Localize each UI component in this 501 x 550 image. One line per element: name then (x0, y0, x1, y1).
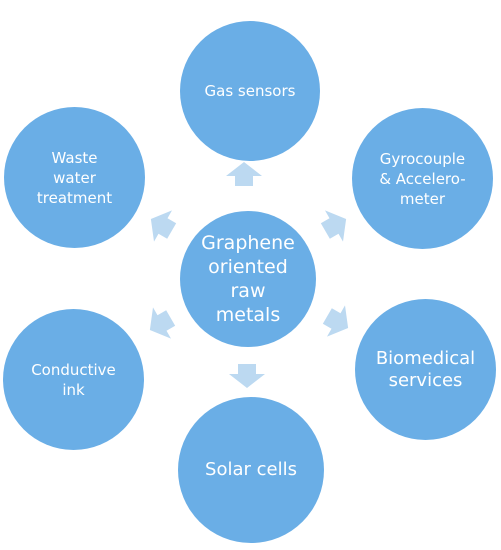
biomedical-label: Biomedical services (375, 347, 476, 391)
center-node: Graphene oriented raw metals (180, 211, 316, 347)
node-conductive-ink: Conductive ink (3, 309, 144, 450)
gyrocouple-label: Gyrocouple & Accelero- meter (379, 149, 466, 208)
node-solar-cells: Solar cells (178, 397, 324, 543)
solar-cells-label: Solar cells (205, 459, 297, 480)
node-waste-water: Waste water treatment (4, 107, 145, 248)
node-gas-sensors: Gas sensors (180, 21, 320, 161)
arrow-lower-left (140, 302, 180, 346)
arrow-down (229, 364, 265, 388)
gas-sensors-label: Gas sensors (204, 82, 296, 100)
arrow-upper-right (316, 203, 356, 247)
arrow-lower-right (318, 300, 358, 344)
node-gyrocouple: Gyrocouple & Accelero- meter (352, 108, 493, 249)
arrow-up (226, 162, 262, 186)
arrow-upper-left (141, 203, 181, 247)
waste-water-label: Waste water treatment (36, 148, 113, 207)
conductive-ink-label: Conductive ink (31, 360, 116, 399)
center-label: Graphene oriented raw metals (201, 232, 295, 326)
node-biomedical: Biomedical services (355, 299, 496, 440)
